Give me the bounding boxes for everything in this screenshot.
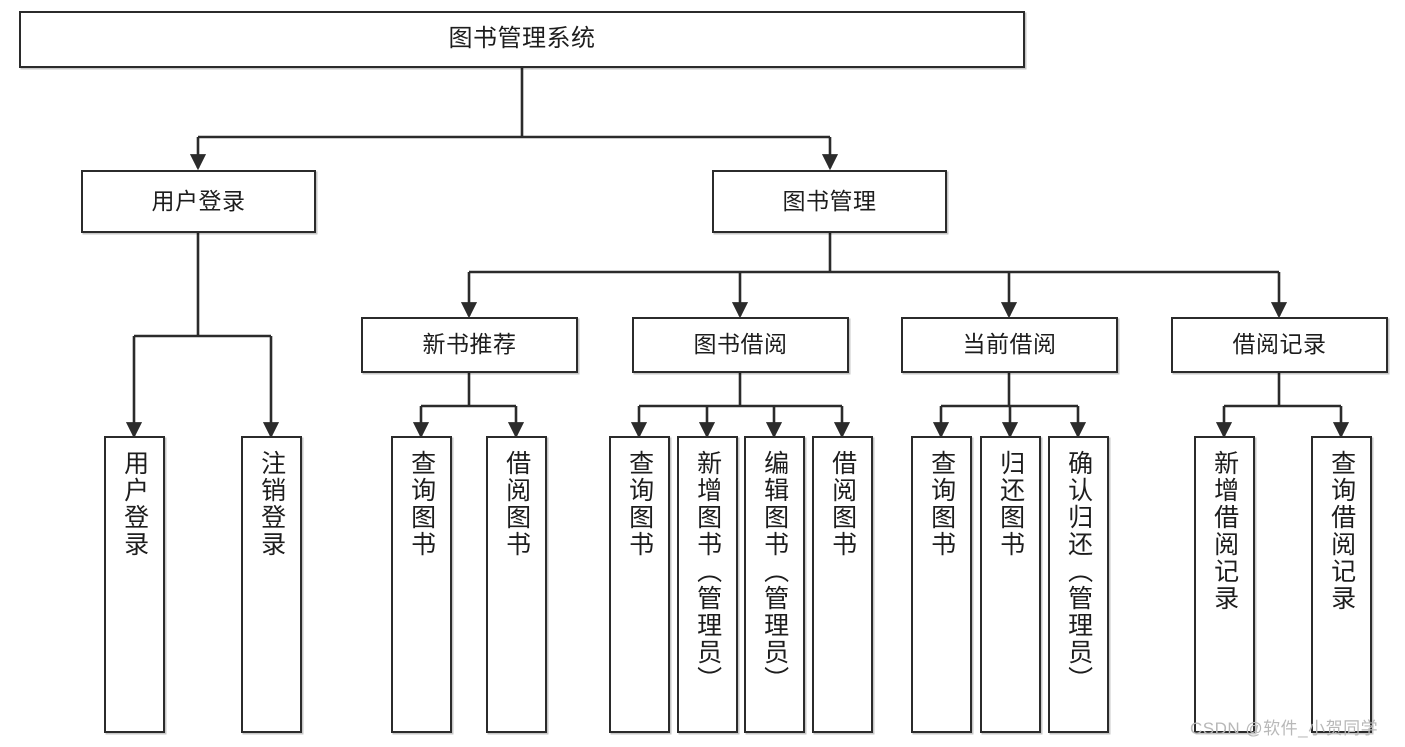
node-leaf-user-login[interactable]: 用户登录 <box>104 436 165 733</box>
node-label: 编辑图书（管理员） <box>760 450 789 693</box>
node-leaf-edit-book-admin[interactable]: 编辑图书（管理员） <box>744 436 805 733</box>
node-leaf-query-book-current[interactable]: 查询图书 <box>911 436 972 733</box>
node-leaf-borrow-book[interactable]: 借阅图书 <box>812 436 873 733</box>
node-label: 查询图书 <box>407 450 436 558</box>
node-book-borrow[interactable]: 图书借阅 <box>632 317 849 373</box>
watermark: CSDN @软件_小贺同学 <box>1190 719 1379 738</box>
node-label: 新增图书（管理员） <box>693 450 722 693</box>
node-label: 查询图书 <box>927 450 956 558</box>
node-new-book-recommend[interactable]: 新书推荐 <box>361 317 578 373</box>
node-label: 新增借阅记录 <box>1210 450 1239 612</box>
node-leaf-confirm-return-admin[interactable]: 确认归还（管理员） <box>1048 436 1109 733</box>
node-label: 图书管理系统 <box>448 25 596 53</box>
node-label: 新书推荐 <box>422 331 517 358</box>
node-label: 确认归还（管理员） <box>1064 450 1093 693</box>
node-label: 借阅图书 <box>828 450 857 558</box>
node-label: 图书借阅 <box>693 331 788 358</box>
node-label: 查询图书 <box>625 450 654 558</box>
node-leaf-borrow-book-recommend[interactable]: 借阅图书 <box>486 436 547 733</box>
node-label: 归还图书 <box>996 450 1025 558</box>
node-borrow-record[interactable]: 借阅记录 <box>1171 317 1388 373</box>
node-leaf-add-borrow-record[interactable]: 新增借阅记录 <box>1194 436 1255 733</box>
node-leaf-return-book[interactable]: 归还图书 <box>980 436 1041 733</box>
node-leaf-query-book-recommend[interactable]: 查询图书 <box>391 436 452 733</box>
node-leaf-query-borrow-record[interactable]: 查询借阅记录 <box>1311 436 1372 733</box>
node-label: 借阅记录 <box>1232 331 1327 358</box>
node-user-login[interactable]: 用户登录 <box>81 170 316 233</box>
node-label: 当前借阅 <box>962 331 1057 358</box>
node-root-book-management-system[interactable]: 图书管理系统 <box>19 11 1025 68</box>
node-label: 用户登录 <box>120 450 149 558</box>
node-label: 图书管理 <box>782 187 877 214</box>
node-label: 查询借阅记录 <box>1327 450 1356 612</box>
node-label: 用户登录 <box>151 187 246 214</box>
node-leaf-query-book-borrow[interactable]: 查询图书 <box>609 436 670 733</box>
node-leaf-logout-login[interactable]: 注销登录 <box>241 436 302 733</box>
node-current-borrow[interactable]: 当前借阅 <box>901 317 1118 373</box>
node-book-management[interactable]: 图书管理 <box>712 170 947 233</box>
node-label: 借阅图书 <box>502 450 531 558</box>
node-leaf-add-book-admin[interactable]: 新增图书（管理员） <box>677 436 738 733</box>
node-label: 注销登录 <box>257 450 286 558</box>
